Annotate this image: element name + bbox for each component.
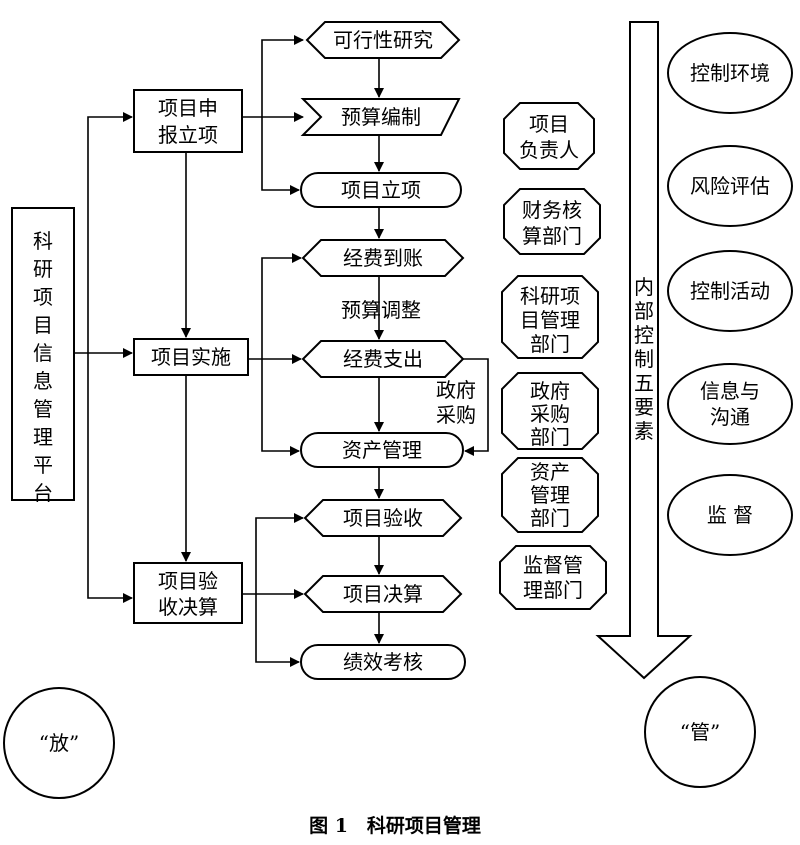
dept-procurement-line1: 政府 xyxy=(530,379,570,403)
stage-apply-line1: 项目申 xyxy=(158,96,218,120)
node-expenditure xyxy=(301,340,465,378)
node-asset-mgmt-label: 资产管理 xyxy=(342,438,422,462)
connector-apply-approval xyxy=(261,117,300,195)
manage-label: “管” xyxy=(680,720,720,744)
dept-procurement-box xyxy=(501,372,599,450)
dept-pi-line1: 项目 xyxy=(529,112,569,136)
connector-apply-feasibility xyxy=(261,35,304,117)
connector-platform-apply xyxy=(87,112,133,353)
label-gov-purchase-2: 采购 xyxy=(436,403,476,427)
control-element-info-label: 信息与沟通 xyxy=(700,379,760,429)
control-element-activities-label: 控制活动 xyxy=(690,279,770,303)
dept-pi-line2: 负责人 xyxy=(519,138,579,162)
release-label: “放” xyxy=(39,731,79,755)
stage-apply-box xyxy=(133,89,243,153)
node-acceptance xyxy=(303,499,463,537)
platform-label: 科研项目信息管理平台 xyxy=(33,229,53,505)
node-funds-arrival xyxy=(301,239,465,277)
internal-control-label: 内部控制五要素 xyxy=(634,275,654,443)
node-funds-arrival-label: 经费到账 xyxy=(343,246,423,270)
dept-assets-line3: 部门 xyxy=(530,506,570,530)
stage-accept-line1: 项目验 xyxy=(158,569,218,593)
dept-finance-box xyxy=(503,188,601,255)
control-element-risk xyxy=(667,145,793,227)
figure-caption: 图 1 科研项目管理 xyxy=(309,814,481,837)
control-element-risk-label: 风险评估 xyxy=(690,174,770,198)
dept-finance-line1: 财务核 xyxy=(522,198,582,222)
platform-box xyxy=(11,207,75,501)
dept-procurement-line2: 采购 xyxy=(530,402,570,426)
dept-supervision-box xyxy=(499,545,607,610)
connector-accept-performance xyxy=(255,594,300,667)
label-gov-purchase-1: 政府 xyxy=(436,378,476,402)
connector-implement-assets xyxy=(261,359,300,456)
dept-assets-line1: 资产 xyxy=(530,460,570,484)
internal-control-arrow xyxy=(595,21,693,680)
dept-pi-box xyxy=(503,102,595,170)
dept-finance-line2: 算部门 xyxy=(522,224,582,248)
node-final-accounts-label: 项目决算 xyxy=(343,582,423,606)
node-approval-label: 项目立项 xyxy=(341,178,421,202)
dept-procurement-line3: 部门 xyxy=(530,425,570,449)
control-element-environment-label: 控制环境 xyxy=(690,61,770,85)
stage-accept-box xyxy=(133,562,243,624)
dept-assets-line2: 管理 xyxy=(530,483,570,507)
control-element-monitoring-label: 监 督 xyxy=(707,503,753,527)
control-element-activities xyxy=(667,250,793,332)
connector-platform-accept xyxy=(87,353,133,603)
node-feasibility-label: 可行性研究 xyxy=(333,28,433,52)
release-circle xyxy=(3,687,115,799)
dept-research-line3: 部门 xyxy=(530,332,570,356)
node-expenditure-label: 经费支出 xyxy=(343,347,423,371)
dept-supervision-line1: 监督管 xyxy=(523,553,583,577)
control-element-info xyxy=(667,363,793,445)
node-final-accounts xyxy=(303,575,463,613)
stage-implement-label: 项目实施 xyxy=(151,345,231,369)
control-element-monitoring xyxy=(667,474,793,556)
arrow-gov-purchase xyxy=(463,358,489,456)
control-element-environment xyxy=(667,32,793,114)
stage-apply-line2: 报立项 xyxy=(158,123,218,147)
dept-supervision-line2: 理部门 xyxy=(523,578,583,602)
stage-accept-line2: 收决算 xyxy=(158,595,218,619)
node-approval xyxy=(300,172,462,208)
node-performance-label: 绩效考核 xyxy=(343,650,423,674)
node-budget xyxy=(300,98,461,136)
node-budget-label: 预算编制 xyxy=(341,105,421,129)
connector-implement-funds xyxy=(261,253,302,359)
dept-research-box xyxy=(501,275,599,359)
stage-implement-box xyxy=(133,338,249,376)
node-feasibility xyxy=(305,21,461,59)
manage-circle xyxy=(644,676,756,788)
label-budget-adjust: 预算调整 xyxy=(341,298,421,322)
dept-research-line2: 目管理 xyxy=(520,308,580,332)
node-asset-mgmt xyxy=(300,432,464,468)
node-acceptance-label: 项目验收 xyxy=(343,506,423,530)
dept-research-line1: 科研项 xyxy=(520,284,580,308)
node-performance xyxy=(300,644,466,680)
connector-accept-acceptance xyxy=(255,513,304,594)
dept-assets-box xyxy=(501,457,599,533)
